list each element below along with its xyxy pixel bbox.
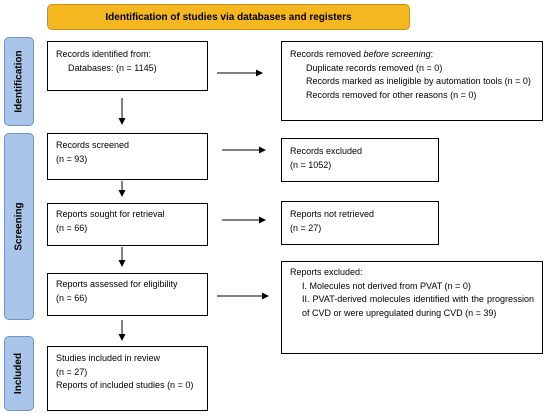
reports-assessed-count: (n = 66) xyxy=(56,292,88,303)
records-removed-box: Records removed before screening: Duplic… xyxy=(281,41,543,121)
records-removed-title: Records removed before screening: xyxy=(290,49,434,59)
records-screened-label: Records screened xyxy=(56,140,130,150)
records-screened-box: Records screened (n = 93) xyxy=(47,133,208,180)
diagram-title: Identification of studies via databases … xyxy=(47,4,410,30)
records-removed-other: Records removed for other reasons (n = 0… xyxy=(306,89,477,100)
reports-included-count: Reports of included studies (n = 0) xyxy=(56,380,194,390)
records-marked-ineligible: Records marked as ineligible by automati… xyxy=(306,76,531,86)
reports-sought-count: (n = 66) xyxy=(56,222,88,233)
reports-not-retrieved-box: Reports not retrieved (n = 27) xyxy=(281,201,439,245)
reports-excluded-title: Reports excluded: xyxy=(290,267,363,277)
reports-excluded-reason-1: I. Molecules not derived from PVAT (n = … xyxy=(302,280,471,291)
records-excluded-box: Records excluded (n = 1052) xyxy=(281,138,439,182)
reports-not-retrieved-count: (n = 27) xyxy=(290,222,322,233)
reports-assessed-box: Reports assessed for eligibility (n = 66… xyxy=(47,273,208,316)
studies-included-count: (n = 27) xyxy=(56,366,88,377)
studies-included-box: Studies included in review (n = 27) Repo… xyxy=(47,346,208,411)
reports-not-retrieved-label: Reports not retrieved xyxy=(290,209,375,219)
records-identified-box: Records identified from: Databases: (n =… xyxy=(47,41,208,91)
records-identified-label: Records identified from: xyxy=(56,49,152,59)
reports-sought-box: Reports sought for retrieval (n = 66) xyxy=(47,203,208,246)
reports-excluded-box: Reports excluded: I. Molecules not deriv… xyxy=(281,261,543,354)
reports-sought-label: Reports sought for retrieval xyxy=(56,209,165,219)
duplicate-records-removed: Duplicate records removed (n = 0) xyxy=(306,62,443,73)
records-excluded-count: (n = 1052) xyxy=(290,159,332,170)
phase-identification: Identification xyxy=(4,37,34,126)
studies-included-label: Studies included in review xyxy=(56,353,161,363)
phase-screening: Screening xyxy=(4,133,34,320)
reports-excluded-reason-2: II. PVAT-derived molecules identified wi… xyxy=(302,294,534,318)
reports-assessed-label: Reports assessed for eligibility xyxy=(56,279,178,289)
records-screened-count: (n = 93) xyxy=(56,153,88,164)
records-excluded-label: Records excluded xyxy=(290,146,363,156)
records-identified-count: Databases: (n = 1145) xyxy=(68,62,157,73)
phase-included: Included xyxy=(4,336,34,411)
